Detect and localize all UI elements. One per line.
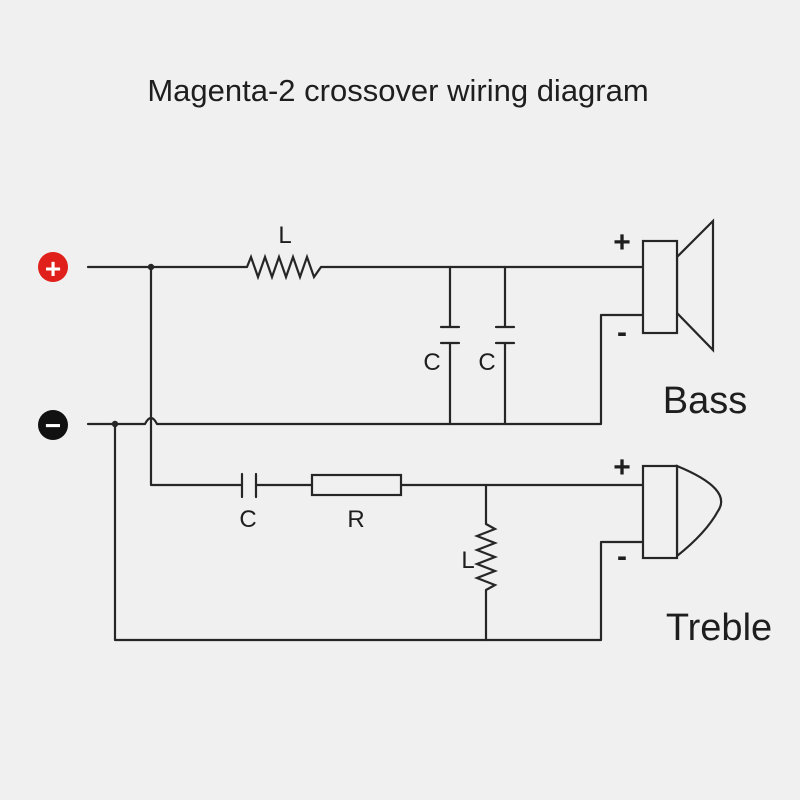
bass-capacitor1-label: C <box>423 349 440 376</box>
negative-terminal-icon: − <box>38 410 68 441</box>
bass-capacitor-2 <box>494 265 516 426</box>
bass-inductor-label: L <box>278 222 291 249</box>
treble-speaker-label: Treble <box>666 607 772 649</box>
treble-inductor-coil <box>473 523 499 591</box>
bass-inductor-coil <box>245 253 322 281</box>
treble-feed-wire <box>149 265 244 487</box>
bass-capacitor-1 <box>439 265 461 426</box>
bass-minus-sign: - <box>617 316 627 349</box>
treble-inductor-label: L <box>461 547 474 574</box>
positive-terminal-icon: + <box>38 252 68 284</box>
bass-capacitor2-label: C <box>478 349 495 376</box>
bass-speaker-icon <box>641 218 715 353</box>
negative-terminal-symbol: − <box>45 410 61 441</box>
treble-capacitor-label: C <box>239 506 256 533</box>
treble-plus-sign: + <box>613 451 631 484</box>
treble-capacitor <box>240 472 314 499</box>
treble-resistor <box>310 473 403 497</box>
treble-speaker-icon <box>641 464 723 560</box>
bass-plus-sign: + <box>613 226 631 259</box>
positive-terminal-symbol: + <box>45 253 61 284</box>
treble-resistor-label: R <box>347 506 364 533</box>
bass-speaker-label: Bass <box>663 380 747 422</box>
treble-return-wire <box>113 422 645 642</box>
diagram-title: Magenta-2 crossover wiring diagram <box>147 73 648 108</box>
negative-rail-wire <box>86 313 645 426</box>
treble-minus-sign: - <box>617 540 627 573</box>
